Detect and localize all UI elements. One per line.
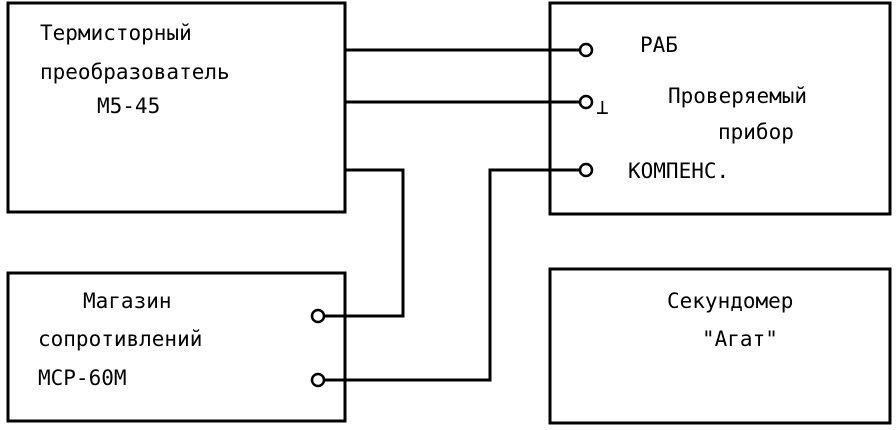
terminal-ground — [578, 94, 594, 110]
converter-label-1: Термисторный — [40, 21, 192, 45]
terminal-ground-label: ⊥ — [596, 95, 609, 119]
converter-label-3: М5-45 — [97, 94, 160, 118]
terminal-resistance-upper — [310, 308, 326, 324]
device-block — [548, 1, 892, 216]
terminal-komp — [578, 162, 594, 178]
wire-converter-to-resistance — [324, 168, 405, 318]
wire-komp-to-resistance — [324, 168, 580, 382]
converter-label-2: преобразователь — [40, 60, 230, 84]
terminal-rab-label: РАБ — [640, 33, 678, 57]
resistance-box-block — [6, 271, 347, 423]
resistance-box-label-2: сопротивлений — [38, 327, 202, 351]
converter-block — [6, 1, 347, 214]
stopwatch-label-1: Секундомер — [667, 289, 793, 313]
device-label-1: Проверяемый — [668, 84, 807, 108]
stopwatch-block — [548, 267, 892, 425]
terminal-resistance-lower — [310, 372, 326, 388]
stopwatch-label-2: "Агат" — [702, 327, 778, 351]
device-label-2: прибор — [718, 120, 794, 144]
terminal-komp-label: КОМПЕНС. — [628, 159, 729, 183]
resistance-box-label-3: МСР-60М — [38, 366, 127, 390]
resistance-box-label-1: Магазин — [83, 289, 172, 313]
terminal-rab — [578, 42, 594, 58]
